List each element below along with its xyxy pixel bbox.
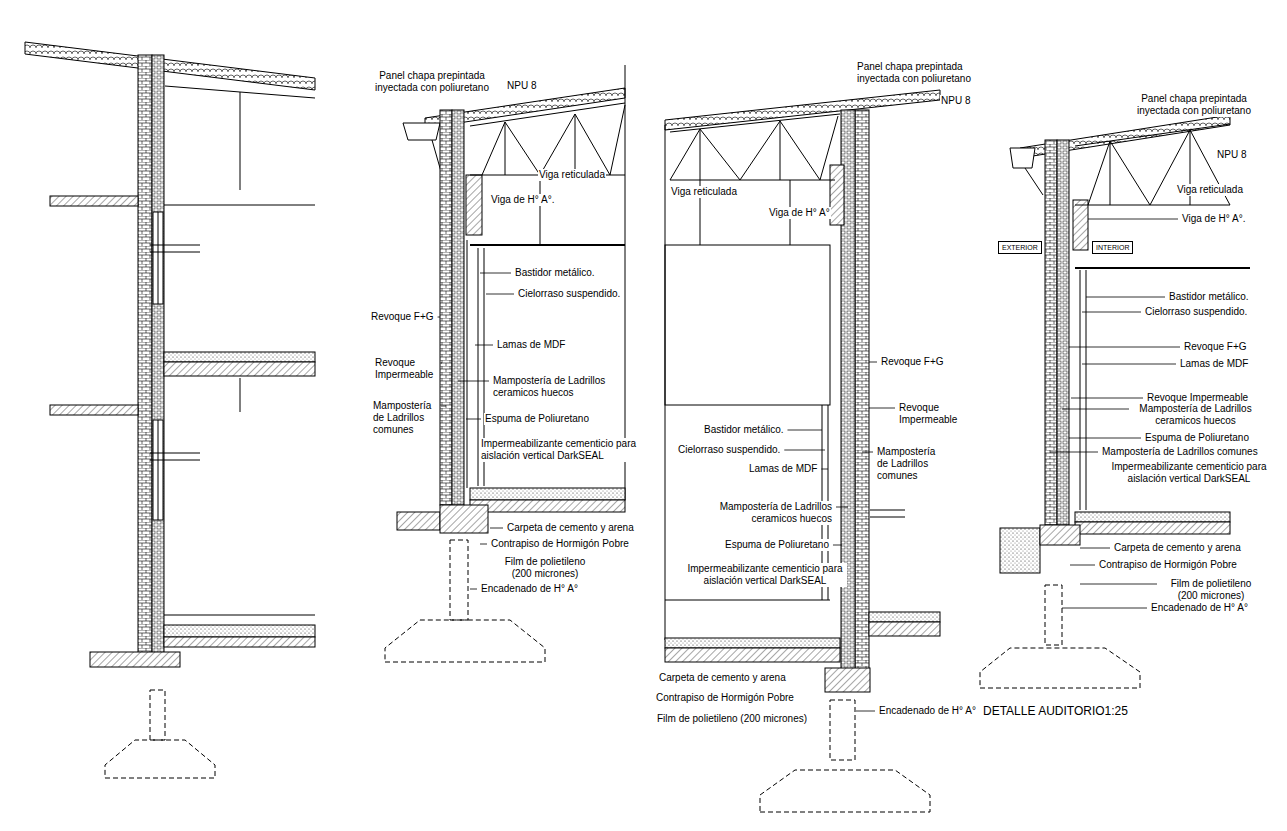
leader-line bbox=[1082, 312, 1141, 313]
leader-line bbox=[821, 469, 828, 470]
callout-label: Panel chapa prepintada inyectada con pol… bbox=[368, 70, 496, 94]
callout-label: Film de polietileno (200 micrones) bbox=[1160, 578, 1262, 602]
callout-label: Mampostería de Ladrillos ceramicos hueco… bbox=[706, 501, 833, 525]
callout-label: Mampostería de Ladrillos comunes bbox=[1101, 446, 1259, 458]
leader-line bbox=[1070, 565, 1095, 566]
leader-line bbox=[836, 507, 848, 508]
leader-line bbox=[458, 381, 489, 382]
callout-label: Lamas de MDF bbox=[496, 339, 566, 351]
drawing-title: DETALLE AUDITORIO1:25 bbox=[983, 704, 1128, 718]
callout-label: Panel chapa prepintada inyectada con pol… bbox=[1130, 93, 1258, 117]
leader-line bbox=[1088, 219, 1178, 220]
leader-line bbox=[1062, 409, 1129, 410]
leader-line bbox=[1082, 364, 1176, 365]
callout-label: NPU 8 bbox=[506, 80, 537, 92]
callout-label: Revoque Impermeable bbox=[898, 402, 962, 426]
callout-label: Viga reticulada bbox=[670, 186, 738, 198]
leader-line bbox=[475, 345, 493, 346]
leader-line bbox=[466, 419, 481, 420]
leader-line bbox=[486, 294, 514, 295]
callout-label: Viga reticulada bbox=[1176, 184, 1244, 196]
callout-label: Revoque F+G bbox=[370, 311, 435, 323]
leader-line bbox=[1050, 452, 1098, 453]
callout-label: Cielorraso suspendido. bbox=[677, 444, 781, 456]
callout-label: Cielorraso suspendido. bbox=[1144, 306, 1248, 318]
leader-line bbox=[784, 450, 825, 451]
callout-label: Espuma de Poliuretano bbox=[1144, 432, 1250, 444]
callout-label: Espuma de Poliuretano bbox=[724, 539, 830, 551]
leader-line bbox=[1080, 584, 1157, 585]
leader-line bbox=[490, 528, 503, 529]
callout-label: Viga de H° A° bbox=[768, 207, 831, 219]
leader-line bbox=[1071, 398, 1143, 399]
callout-label: Film de polietileno (200 micrones) bbox=[494, 556, 596, 580]
leader-line bbox=[480, 544, 487, 545]
callout-label: NPU 8 bbox=[1216, 149, 1247, 161]
callout-label: Encadenado de H° A° bbox=[1150, 602, 1249, 614]
leader-line bbox=[1069, 347, 1180, 348]
leader-line bbox=[1062, 608, 1147, 609]
brick-wall bbox=[138, 55, 152, 655]
leader-line bbox=[480, 273, 511, 274]
side-tag: INTERIOR bbox=[1092, 241, 1133, 254]
roof-panel bbox=[25, 42, 315, 90]
callout-label: Encadenado de H° A° bbox=[878, 705, 977, 717]
leader-line bbox=[856, 711, 875, 712]
callout-label: Bastidor metálico. bbox=[1168, 291, 1249, 303]
callout-label: Carpeta de cemento y arena bbox=[658, 672, 787, 684]
leader-line bbox=[470, 589, 477, 590]
leader-line bbox=[441, 363, 442, 364]
callout-label: Lamas de MDF bbox=[1179, 358, 1249, 370]
leader-line bbox=[438, 317, 440, 318]
callout-label: Impermeabilizante cementicio para aislac… bbox=[480, 438, 644, 462]
leader-line bbox=[441, 406, 446, 407]
callout-label: Mampostería de Ladrillos ceramicos hueco… bbox=[492, 375, 619, 399]
callout-label: NPU 8 bbox=[940, 95, 971, 107]
callout-label: Mampostería de Ladrillos comunes bbox=[372, 400, 438, 436]
callout-label: Contrapiso de Hormigón Pobre bbox=[1098, 559, 1238, 571]
callout-label: Viga de H° A°. bbox=[1181, 213, 1246, 225]
callout-label: Bastidor metálico. bbox=[514, 267, 595, 279]
callout-label: Revoque F+G bbox=[880, 356, 945, 368]
leader-line bbox=[1069, 438, 1141, 439]
leader-line bbox=[1080, 548, 1110, 549]
tag-text: EXTERIOR bbox=[1002, 244, 1038, 251]
callout-label: Cielorraso suspendido. bbox=[517, 288, 621, 300]
callout-label: Mampostería de Ladrillos comunes bbox=[876, 446, 942, 482]
leader-line bbox=[787, 430, 822, 431]
callout-label: Panel chapa prepintada inyectada con pol… bbox=[856, 61, 984, 85]
tag-text: INTERIOR bbox=[1096, 244, 1129, 251]
callout-label: Carpeta de cemento y arena bbox=[1113, 542, 1242, 554]
callout-label: Revoque Impermeable bbox=[374, 357, 438, 381]
leader-line bbox=[1086, 297, 1165, 298]
callout-label: Impermeabilizante cementicio para aislac… bbox=[683, 563, 847, 587]
callout-label: Impermeabilizante cementicio para aislac… bbox=[1107, 461, 1271, 485]
callout-label: Encadenado de H° A° bbox=[480, 583, 579, 595]
callout-label: Bastidor metálico. bbox=[703, 424, 784, 436]
callout-label: Mampostería de Ladrillos ceramicos hueco… bbox=[1132, 403, 1259, 427]
callout-label: Film de polietileno (200 micrones) bbox=[656, 713, 808, 725]
callout-label: Carpeta de cemento y arena bbox=[506, 522, 635, 534]
callout-label: Contrapiso de Hormigón Pobre bbox=[490, 538, 630, 550]
callout-label: Viga reticulada bbox=[538, 169, 606, 181]
side-tag: EXTERIOR bbox=[998, 241, 1042, 254]
callout-label: Revoque F+G bbox=[1183, 341, 1248, 353]
callout-label: Viga de H° A°. bbox=[490, 194, 555, 206]
leader-line bbox=[869, 408, 895, 409]
callout-label: Contrapiso de Hormigón Pobre bbox=[655, 692, 795, 704]
callout-label: Espuma de Poliuretano bbox=[484, 413, 590, 425]
leader-line bbox=[862, 452, 873, 453]
leader-line bbox=[869, 362, 877, 363]
callout-label: Lamas de MDF bbox=[748, 463, 818, 475]
leader-line bbox=[833, 545, 842, 546]
